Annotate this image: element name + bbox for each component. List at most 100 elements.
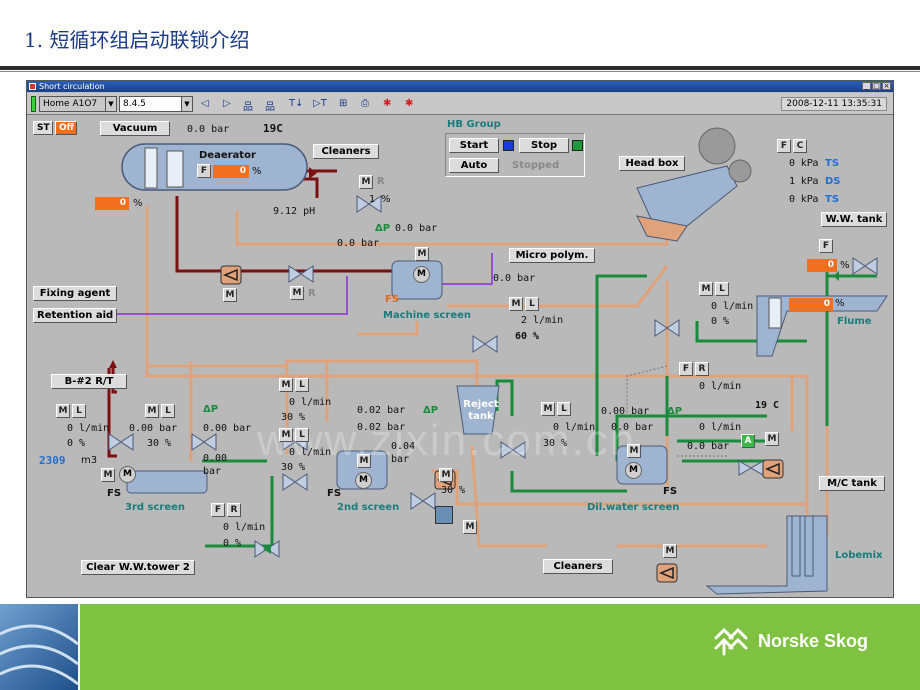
kpa3-tag: TS bbox=[825, 194, 840, 205]
maximize-icon[interactable]: □ bbox=[872, 82, 881, 90]
fr-f-button[interactable]: F bbox=[679, 362, 693, 376]
fr2-f-button[interactable]: F bbox=[211, 503, 225, 517]
ww-pct-unit: % bbox=[840, 260, 850, 271]
stop-button[interactable]: Stop bbox=[519, 138, 569, 153]
rt-pump-m-button[interactable]: M bbox=[463, 520, 477, 534]
print-icon[interactable]: ⎙ bbox=[361, 98, 369, 109]
clear-ww-tower-button[interactable]: Clear W.W.tower 2 bbox=[81, 560, 195, 575]
tree-alt-icon[interactable]: 品 bbox=[265, 102, 275, 113]
dil-l-button[interactable]: L bbox=[557, 402, 571, 416]
dil-pump-m-button[interactable]: M bbox=[765, 432, 779, 446]
auto-a-button[interactable]: A bbox=[741, 434, 755, 448]
brand-name: Norske Skog bbox=[758, 630, 869, 651]
deaerator-level: 0 bbox=[213, 165, 249, 178]
home-selector[interactable]: Home A1O7 ▼ bbox=[39, 96, 117, 112]
s3-l-button[interactable]: L bbox=[72, 404, 86, 418]
chevron-down-icon[interactable]: ▼ bbox=[181, 97, 192, 111]
wave-graphic bbox=[0, 624, 78, 686]
flume-l-button[interactable]: L bbox=[715, 282, 729, 296]
cleaners-pump-m-button[interactable]: M bbox=[663, 544, 677, 558]
dil-motor-m-button[interactable]: M bbox=[627, 444, 641, 458]
rt-pct: 30 % bbox=[441, 485, 466, 496]
b2rt-button[interactable]: B-#2 R/T bbox=[51, 374, 127, 389]
fc-f-button[interactable]: F bbox=[777, 139, 791, 153]
machine-screen-m-button[interactable]: M bbox=[415, 247, 429, 261]
third-screen-label: 3rd screen bbox=[125, 502, 186, 513]
st-button[interactable]: ST bbox=[33, 121, 53, 135]
kpa1-unit: kPa bbox=[801, 158, 819, 169]
stop-indicator bbox=[572, 140, 583, 151]
valve-m-button[interactable]: M bbox=[290, 286, 304, 300]
s3-flow: 0 l/min bbox=[67, 423, 110, 434]
flume-m-button[interactable]: M bbox=[699, 282, 713, 296]
machine-screen-motor[interactable]: M bbox=[413, 266, 430, 283]
back-icon[interactable]: ◁ bbox=[201, 98, 209, 109]
close-icon[interactable]: × bbox=[882, 82, 891, 90]
ww-f-button[interactable]: F bbox=[819, 239, 833, 253]
alarm-icon[interactable]: ✱ bbox=[383, 98, 392, 109]
rt-m-button[interactable]: M bbox=[439, 468, 453, 482]
lobemix-label: Lobemix bbox=[835, 550, 883, 561]
vacuum-button[interactable]: Vacuum bbox=[100, 121, 170, 136]
s2-motor[interactable]: M bbox=[355, 472, 372, 489]
head-box-button[interactable]: Head box bbox=[619, 156, 685, 171]
s2a-l-button[interactable]: L bbox=[295, 378, 309, 392]
fr2-r-button[interactable]: R bbox=[227, 503, 241, 517]
title-rule-thin bbox=[0, 71, 920, 72]
version-selector[interactable]: 8.4.5 ▼ bbox=[119, 96, 193, 112]
temperature-value: 19C bbox=[263, 122, 283, 135]
trend-down-icon[interactable]: T↓ bbox=[289, 98, 304, 109]
kpa3-unit: kPa bbox=[801, 194, 819, 205]
tree-icon[interactable]: 品 bbox=[243, 102, 253, 113]
s3-ml-bar: 0.00 bar bbox=[129, 423, 178, 434]
s3-m-button[interactable]: M bbox=[56, 404, 70, 418]
window-titlebar: Short circulation _ □ × bbox=[27, 81, 893, 92]
fr2-flow: 0 l/min bbox=[223, 522, 266, 533]
ph-m-button[interactable]: M bbox=[359, 175, 373, 189]
s3-motor[interactable]: M bbox=[119, 466, 136, 483]
hierarchy-icon[interactable]: ⊞ bbox=[339, 98, 348, 109]
auto-button[interactable]: Auto bbox=[449, 158, 499, 173]
deaerator-pct-unit: % bbox=[252, 166, 262, 177]
footer-bar bbox=[80, 604, 920, 690]
off-button[interactable]: Off bbox=[55, 121, 77, 135]
s3b-l-button[interactable]: L bbox=[161, 404, 175, 418]
dil-m-button[interactable]: M bbox=[541, 402, 555, 416]
s2-flow2: 0 l/min bbox=[289, 447, 332, 458]
kpa1-tag: TS bbox=[825, 158, 840, 169]
deaerator-label: Deaerator bbox=[199, 150, 256, 161]
ml-l-button[interactable]: L bbox=[525, 297, 539, 311]
trend-up-icon[interactable]: ▷T bbox=[313, 98, 327, 109]
fixing-agent-button[interactable]: Fixing agent bbox=[33, 286, 117, 301]
flume-label: Flume bbox=[837, 316, 872, 327]
s2a-m-button[interactable]: M bbox=[279, 378, 293, 392]
s2-motor-m-button[interactable]: M bbox=[357, 454, 371, 468]
cleaners-top-button[interactable]: Cleaners bbox=[313, 144, 379, 159]
cleaners-bottom-button[interactable]: Cleaners bbox=[543, 559, 613, 574]
deaerator-f-button[interactable]: F bbox=[197, 164, 211, 178]
alarm-ack-icon[interactable]: ✱ bbox=[405, 98, 414, 109]
forward-icon[interactable]: ▷ bbox=[223, 98, 231, 109]
ml-m-button[interactable]: M bbox=[509, 297, 523, 311]
machine-screen-fs: FS bbox=[385, 294, 400, 305]
dil-bar1: 0.00 bar bbox=[601, 406, 650, 417]
scada-window: Short circulation _ □ × Home A1O7 ▼ 8.4.… bbox=[26, 80, 894, 598]
s3-motor-m-button[interactable]: M bbox=[101, 468, 115, 482]
fr-r-button[interactable]: R bbox=[695, 362, 709, 376]
s3b-m-button[interactable]: M bbox=[145, 404, 159, 418]
rt-pump[interactable] bbox=[435, 506, 453, 524]
minimize-icon[interactable]: _ bbox=[862, 82, 871, 90]
start-button[interactable]: Start bbox=[449, 138, 499, 153]
s3-unit: m3 bbox=[81, 455, 98, 466]
chevron-down-icon[interactable]: ▼ bbox=[105, 97, 116, 111]
ww-tank-button[interactable]: W.W. tank bbox=[821, 212, 887, 227]
micro-polym-button[interactable]: Micro polym. bbox=[509, 248, 595, 263]
retention-aid-button[interactable]: Retention aid bbox=[33, 308, 117, 323]
s2b-m-button[interactable]: M bbox=[279, 428, 293, 442]
dil-motor[interactable]: M bbox=[625, 462, 642, 479]
kpa3-value: 0 bbox=[789, 194, 796, 205]
s2b-l-button[interactable]: L bbox=[295, 428, 309, 442]
fc-c-button[interactable]: C bbox=[793, 139, 807, 153]
mc-tank-button[interactable]: M/C tank bbox=[819, 476, 885, 491]
fixing-m-button[interactable]: M bbox=[223, 288, 237, 302]
